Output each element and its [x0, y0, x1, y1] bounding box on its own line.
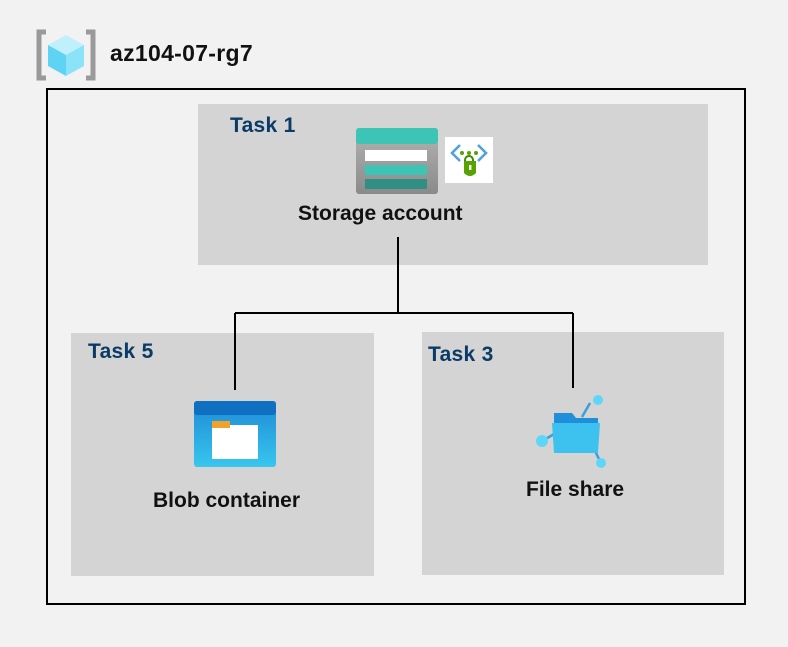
private-endpoint-lock-icon: [445, 137, 493, 183]
task-1-panel: [198, 104, 708, 265]
storage-account-icon: [356, 128, 438, 194]
task-5-label: Task 5: [88, 340, 154, 363]
resource-group-icon: [36, 26, 96, 84]
blob-container-icon: [194, 401, 276, 467]
storage-account-label: Storage account: [298, 202, 463, 225]
resource-group-boundary: [46, 88, 746, 605]
blob-container-label: Blob container: [153, 489, 301, 512]
task-3-label: Task 3: [428, 343, 494, 366]
resource-group-name: az104-07-rg7: [110, 40, 253, 66]
task-1-label: Task 1: [230, 114, 296, 137]
file-share-label: File share: [526, 478, 625, 501]
file-share-icon: [534, 393, 610, 469]
